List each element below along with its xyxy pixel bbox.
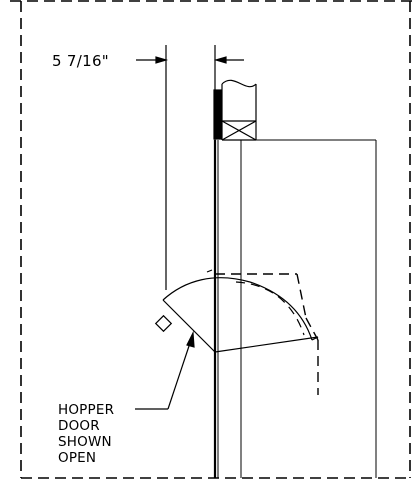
hopper-door-swing-dashed: [235, 281, 305, 336]
callout-line-1: HOPPER: [58, 402, 114, 418]
callout-line-3: SHOWN: [58, 434, 112, 450]
upper-post: [213, 79, 257, 141]
callout-line-2: DOOR: [58, 418, 100, 434]
callout-leader: [135, 330, 195, 410]
hopper-door-open: [154, 269, 319, 353]
wall-panel: [213, 139, 377, 478]
dimension-label: 5 7/16": [52, 52, 109, 70]
hopper-door-closed-dashed: [215, 273, 319, 395]
callout-line-4: OPEN: [58, 450, 96, 466]
dimension-markers: [136, 45, 244, 290]
